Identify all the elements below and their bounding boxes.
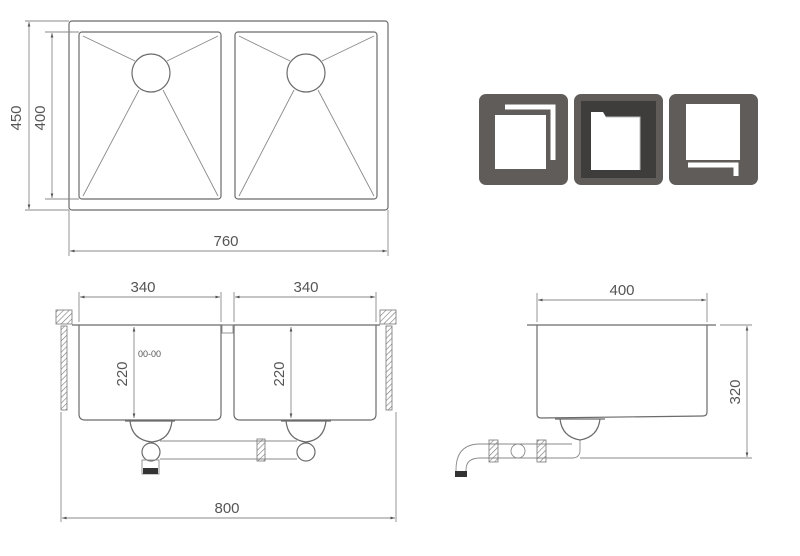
side-view: 400 320 <box>455 282 752 477</box>
right-bowl-top <box>234 31 378 200</box>
width-label: 760 <box>213 233 238 250</box>
right-bowl-width-label: 340 <box>293 279 318 296</box>
side-width-label: 400 <box>609 282 634 299</box>
drain-icon <box>286 53 326 93</box>
installation-icons <box>479 94 758 185</box>
left-bowl-front <box>78 325 222 421</box>
front-view: 340 340 220 00-00 220 800 <box>55 279 397 522</box>
countertop-left <box>55 309 73 325</box>
right-depth-label: 220 <box>271 361 288 386</box>
inner-height-label: 400 <box>32 105 49 130</box>
total-width-label: 800 <box>214 500 239 517</box>
sink-outline <box>68 20 389 211</box>
side-height-label: 320 <box>727 379 744 404</box>
side-drain-plumbing <box>455 418 605 477</box>
top-mount-icon[interactable] <box>479 94 568 185</box>
left-bowl-width-label: 340 <box>130 279 155 296</box>
drain-plumbing <box>125 420 331 475</box>
bowl-side <box>536 325 708 419</box>
left-depth-label: 220 <box>114 361 131 386</box>
outer-height-label: 450 <box>8 105 25 130</box>
right-bowl-front <box>233 325 377 421</box>
left-bowl-top <box>78 31 222 200</box>
undermount-icon[interactable] <box>669 94 758 185</box>
overflow-mark: 00-00 <box>138 349 161 359</box>
flush-mount-icon[interactable] <box>574 94 663 185</box>
countertop-right <box>379 309 397 325</box>
top-view: 450 400 760 <box>8 20 389 256</box>
drain-icon <box>131 53 171 93</box>
